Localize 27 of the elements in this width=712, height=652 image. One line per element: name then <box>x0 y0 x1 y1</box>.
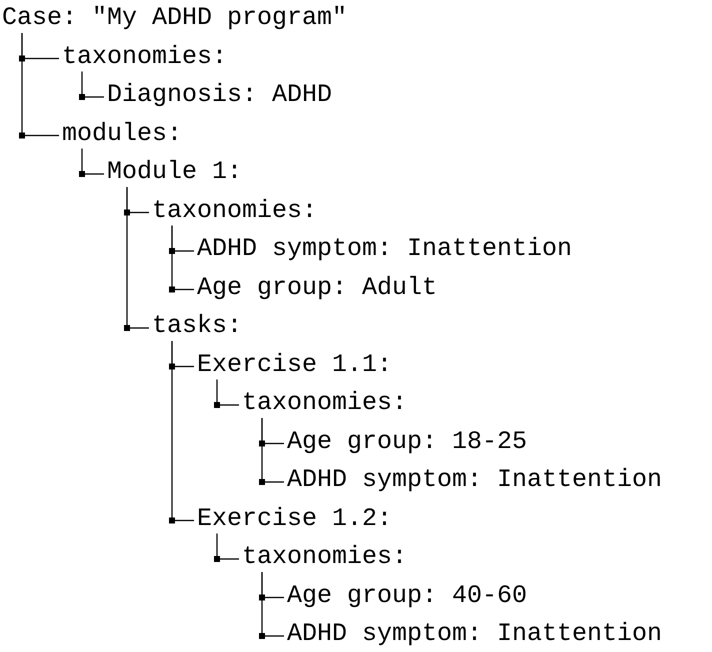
tree-connector <box>81 148 104 175</box>
tree-item-label: Exercise 1.2: <box>197 504 392 534</box>
tree-connector <box>261 572 284 637</box>
tree-connector <box>81 72 104 98</box>
tree-connector <box>171 226 194 290</box>
tree-item-label: ADHD symptom: Inattention <box>287 619 662 649</box>
tree-item-label: ADHD symptom: Inattention <box>287 465 662 495</box>
tree-item-label: Diagnosis: ADHD <box>107 80 332 110</box>
tree-item-label: Age group: Adult <box>197 272 438 302</box>
tree-connector <box>216 380 239 406</box>
tree-connector <box>171 341 194 522</box>
tree-item-label: taxonomies: <box>62 42 228 72</box>
tree-item-label: Age group: 18-25 <box>287 426 528 456</box>
tree-item-label: taxonomies: <box>242 542 408 572</box>
tree-item-label: tasks: <box>152 311 242 341</box>
tree-connector <box>261 418 284 483</box>
tree-item-label: Exercise 1.1: <box>197 350 392 380</box>
tree-item-label: taxonomies: <box>152 196 318 226</box>
tree-item-label: modules: <box>62 118 182 148</box>
tree-connector <box>126 187 149 329</box>
tree-connector <box>21 33 59 136</box>
tree-connector <box>216 534 239 560</box>
tree-item-label: Case: "My ADHD program" <box>2 3 348 33</box>
tree-item-label: ADHD symptom: Inattention <box>197 234 572 264</box>
tree-item-label: taxonomies: <box>242 388 408 418</box>
tree-item-label: Module 1: <box>107 157 242 187</box>
tree-item-label: Age group: 40-60 <box>287 580 528 610</box>
